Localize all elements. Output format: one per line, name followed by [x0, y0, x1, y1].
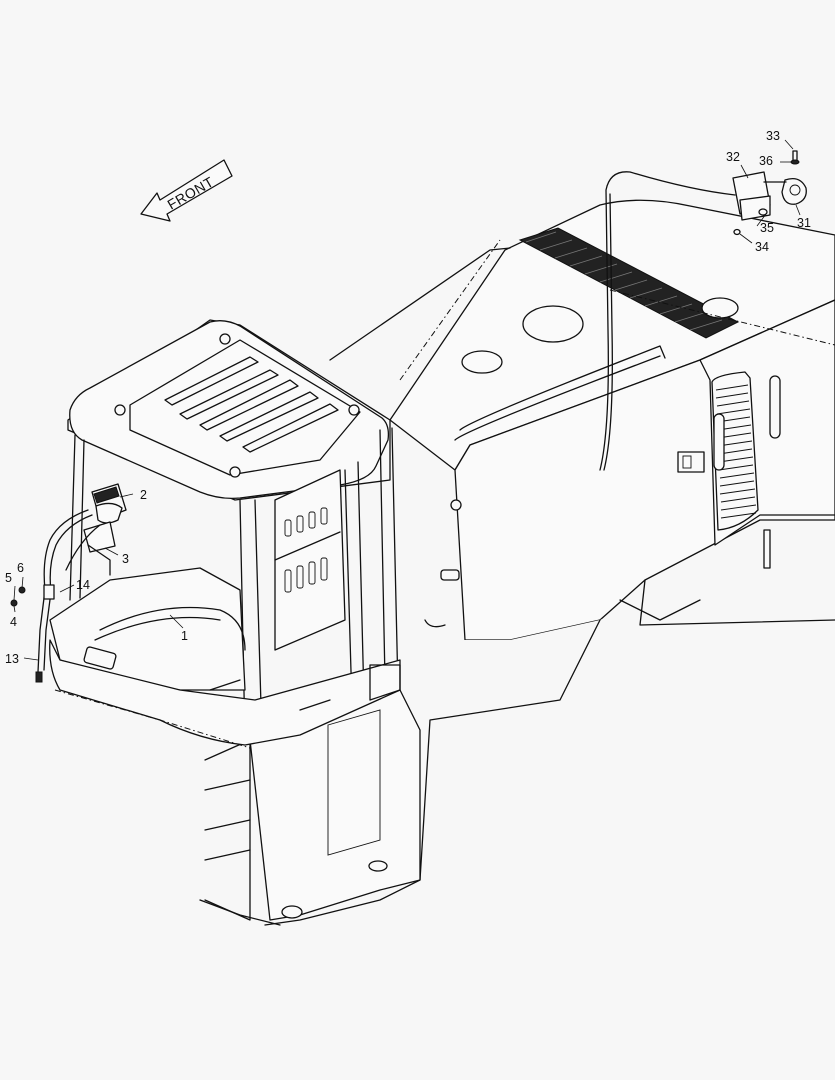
callout-33: 33	[766, 129, 780, 143]
callout-3: 3	[122, 552, 129, 566]
callout-31: 31	[797, 216, 811, 230]
callout-labels: 1 2 3 4 5 6 13 14 31 32 33 34 35 36	[5, 129, 811, 666]
machine-body	[0, 171, 835, 1080]
callout-4: 4	[10, 615, 17, 629]
callout-1: 1	[181, 629, 188, 643]
front-arrow: FRONT	[140, 159, 233, 222]
rear-panel-slots	[284, 507, 328, 593]
work-light-assembly	[83, 483, 127, 576]
callout-14: 14	[76, 578, 90, 592]
callout-5: 5	[5, 571, 12, 585]
operator-cab	[49, 319, 401, 749]
callout-2: 2	[140, 488, 147, 502]
callout-32: 32	[726, 150, 740, 164]
callout-13: 13	[5, 652, 19, 666]
callout-35: 35	[760, 221, 774, 235]
roof-ribs	[164, 356, 339, 453]
side-grill-lines	[715, 384, 757, 519]
wire-harness	[10, 509, 101, 683]
callout-leaders	[13, 139, 801, 661]
callout-6: 6	[17, 561, 24, 575]
callout-34: 34	[755, 240, 769, 254]
beacon-assembly	[732, 150, 807, 236]
callout-36: 36	[759, 154, 773, 168]
